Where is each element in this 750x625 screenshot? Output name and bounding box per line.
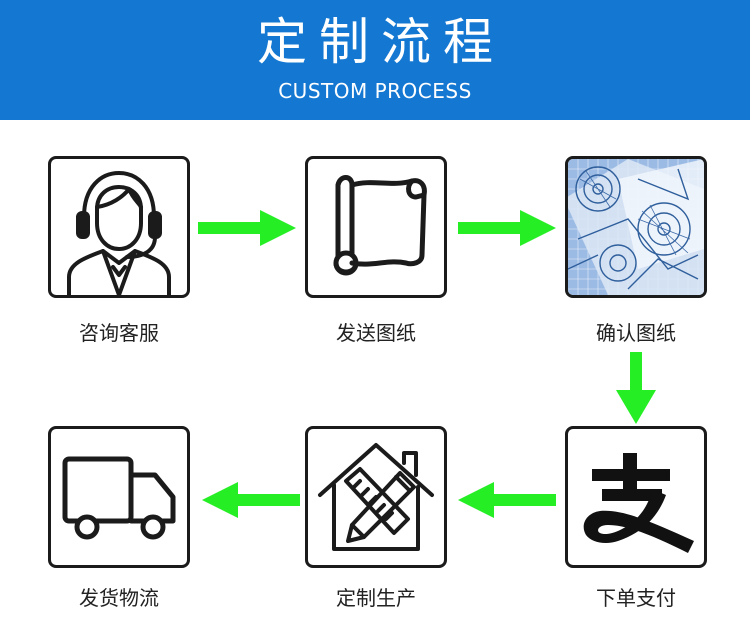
page-title: 定制流程 [257,13,505,71]
arrow-left-icon [458,482,556,518]
step-shipping-logistics [48,426,190,568]
header-banner: 定制流程 CUSTOM PROCESS [0,0,750,120]
house-pencil-ruler-icon [318,443,434,551]
step-confirm-drawings [565,156,707,298]
step-consult-service [48,156,190,298]
customer-service-headset-icon [67,171,171,295]
page-subtitle: CUSTOM PROCESS [278,79,472,103]
arrow-left-icon [202,482,300,518]
step-order-payment [565,426,707,568]
step-send-drawings [305,156,447,298]
blueprint-drawings-icon [568,159,704,295]
paper-scroll-icon [333,175,427,276]
step-label: 发货物流 [79,586,159,610]
step-label: 咨询客服 [79,321,159,345]
alipay-icon [583,453,694,553]
step-custom-production [305,426,447,568]
arrow-down-icon [616,352,656,424]
delivery-truck-icon [62,456,176,540]
arrow-right-icon [198,210,296,246]
step-label: 下单支付 [596,586,676,610]
step-label: 定制生产 [336,586,416,610]
step-label: 确认图纸 [596,321,676,345]
step-label: 发送图纸 [336,321,416,345]
arrow-right-icon [458,210,556,246]
